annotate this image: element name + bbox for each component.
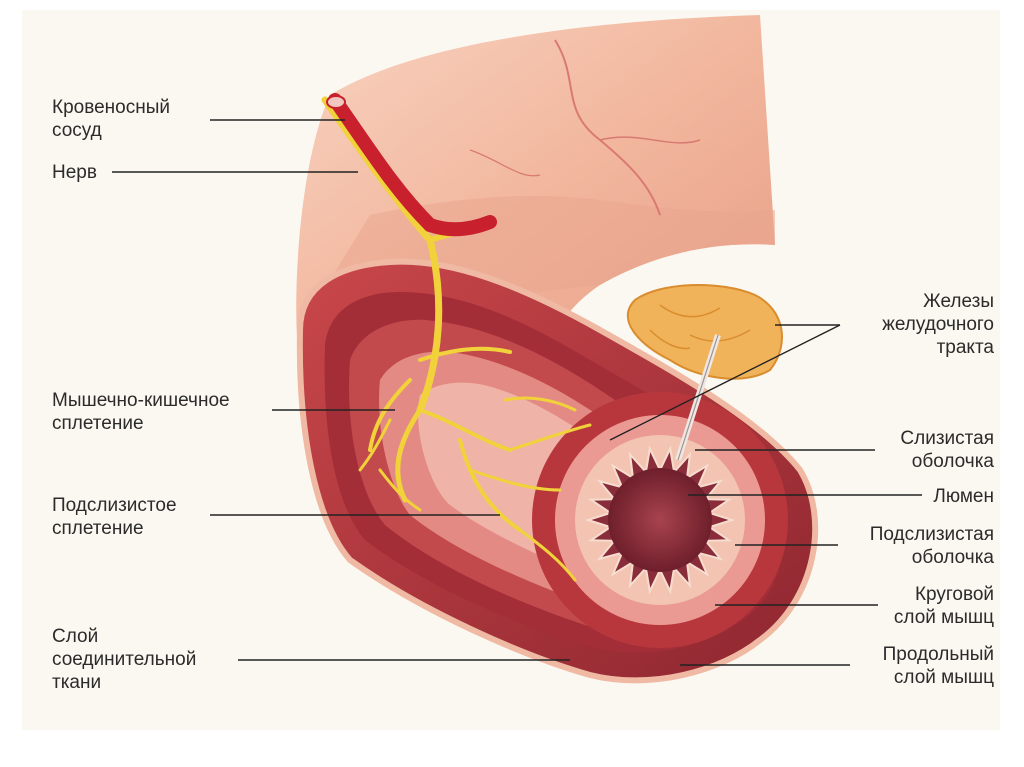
label-blood-vessel: Кровеносный сосуд (52, 97, 170, 141)
label-submucous-plexus: Подслизистое сплетение (52, 495, 177, 539)
nerve-network (321, 96, 592, 582)
label-longitudinal-muscle: Продольный слой мышц (882, 644, 994, 688)
label-mucosa: Слизистая оболочка (900, 428, 994, 472)
label-circular-muscle: Круговой слой мышц (893, 584, 994, 628)
label-nerve: Нерв (52, 162, 97, 183)
surface-vessel (469, 149, 541, 177)
leader-glands-2 (609, 324, 841, 441)
label-gi-glands: Железы желудочного тракта (882, 291, 994, 358)
serosa-rim (296, 258, 819, 684)
blood-vessel-opening (326, 95, 346, 109)
lumen (608, 468, 712, 572)
label-lumen: Люмен (933, 486, 994, 507)
leader-lines (112, 119, 922, 666)
surface-vessel (554, 39, 661, 216)
label-connective-layer: Слой соединительной ткани (52, 626, 197, 693)
blood-vessel (328, 93, 497, 237)
surface-vessel (599, 136, 701, 144)
label-myenteric-plexus: Мышечно-кишечное сплетение (52, 390, 230, 434)
gi-gland (627, 284, 783, 380)
label-submucosa: Подслизистая оболочка (869, 524, 994, 568)
